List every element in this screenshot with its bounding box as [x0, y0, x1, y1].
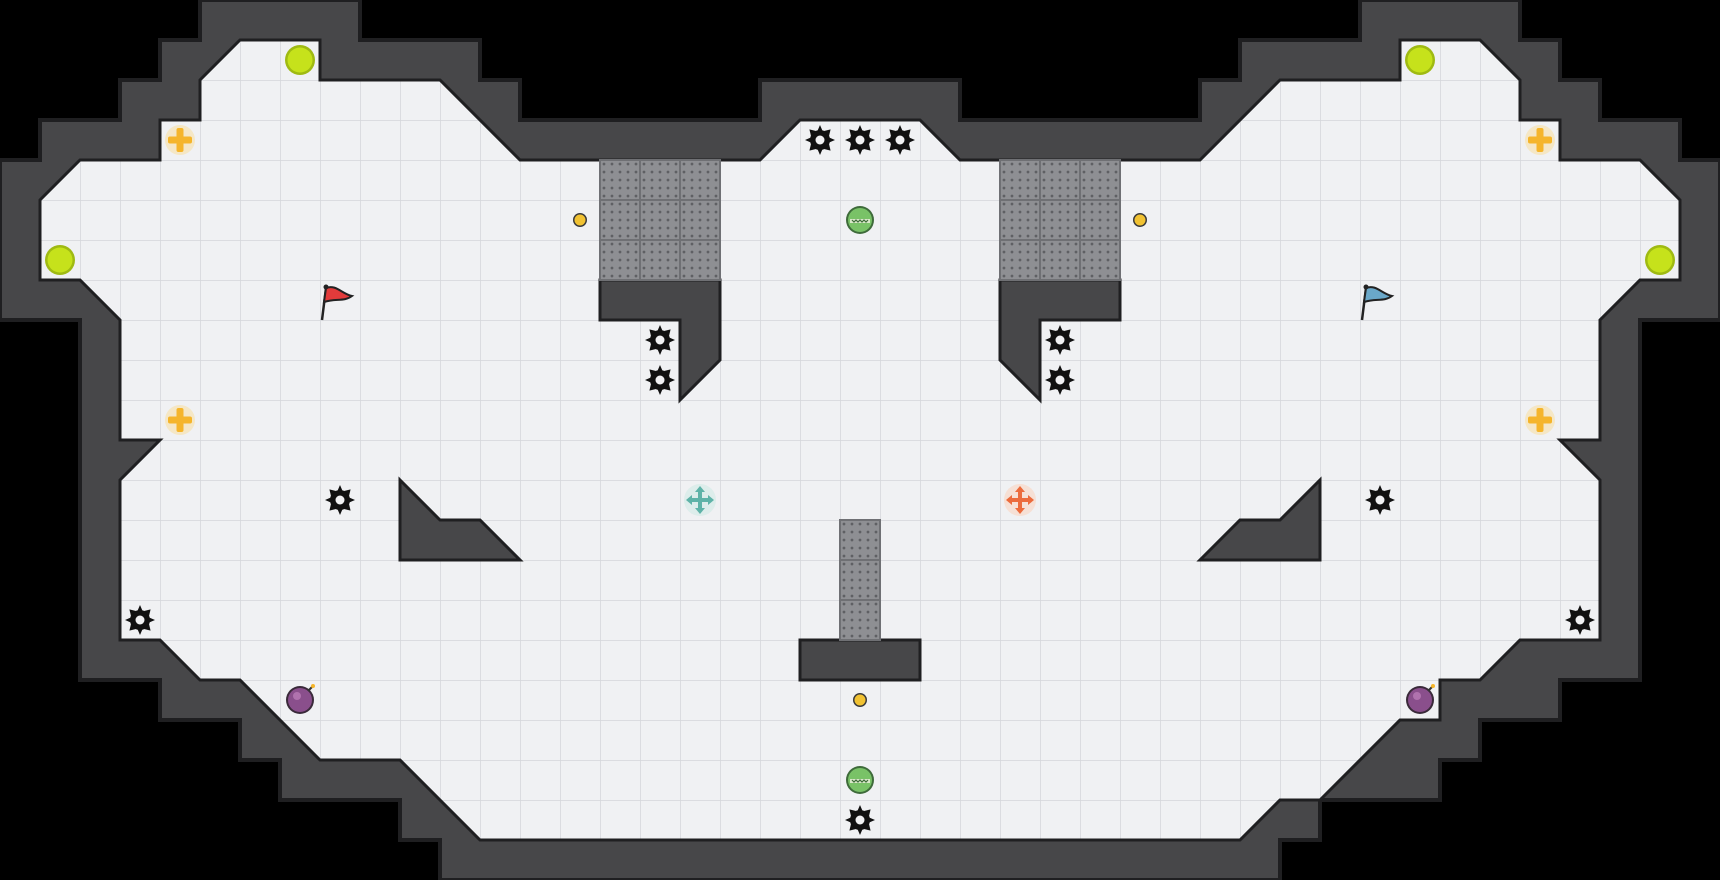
bumper-icon — [1405, 45, 1435, 75]
plus-powerup-icon — [165, 405, 195, 435]
coin-icon — [853, 693, 867, 707]
blue-flag-icon[interactable] — [1360, 284, 1395, 321]
saw-blade-icon — [645, 365, 675, 395]
saw-blade-icon — [1045, 325, 1075, 355]
saw-blade-icon — [845, 125, 875, 155]
ball-icon — [845, 205, 875, 235]
saw-blade-icon — [1565, 605, 1595, 635]
metal-grates — [599, 159, 1121, 641]
saw-blade-icon — [125, 605, 155, 635]
plus-powerup-icon — [1525, 125, 1555, 155]
saw-blade-icon — [325, 485, 355, 515]
teal-move-icon[interactable] — [684, 484, 716, 516]
bumper-icon — [1645, 245, 1675, 275]
plus-powerup-icon — [165, 125, 195, 155]
orange-move-icon[interactable] — [1004, 484, 1036, 516]
red-flag-icon[interactable] — [320, 284, 355, 321]
bumper-icon — [45, 245, 75, 275]
saw-blade-icon — [1365, 485, 1395, 515]
coin-icon — [1133, 213, 1147, 227]
ball-icon — [845, 765, 875, 795]
saw-blade-icon — [845, 805, 875, 835]
coin-icon — [573, 213, 587, 227]
saw-blade-icon — [885, 125, 915, 155]
plus-powerup-icon — [1525, 405, 1555, 435]
bumper-icon — [285, 45, 315, 75]
saw-blade-icon — [1045, 365, 1075, 395]
saw-blade-icon — [645, 325, 675, 355]
saw-blade-icon — [805, 125, 835, 155]
